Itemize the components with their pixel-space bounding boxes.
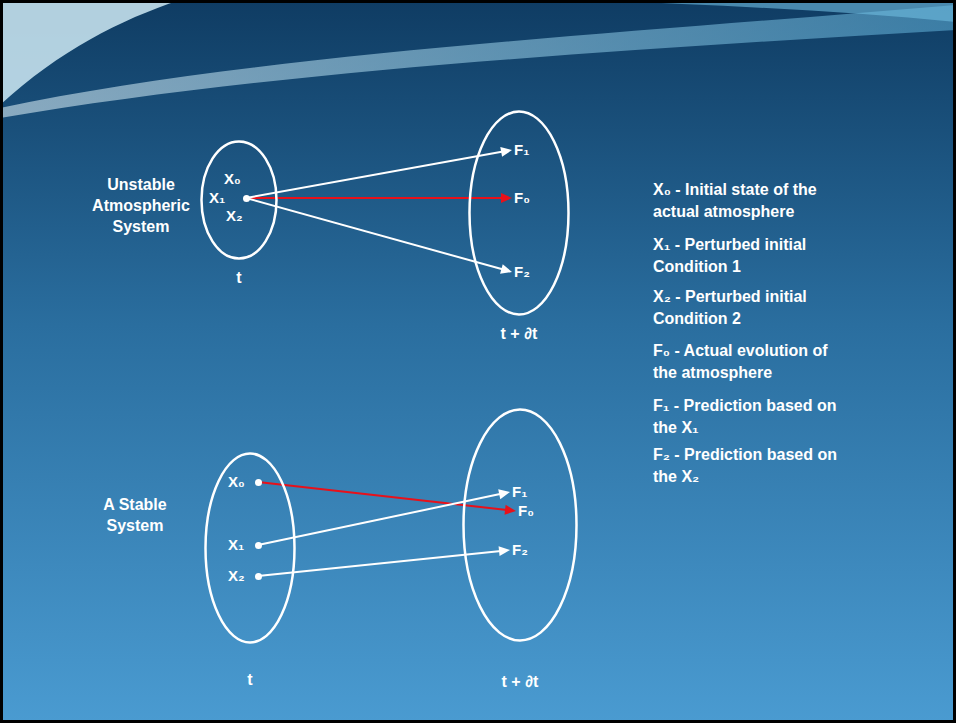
definition-note: F₀ - Actual evolution of the atmosphere <box>653 340 853 384</box>
ellipse-shape <box>470 112 569 315</box>
state-symbol: X₀ <box>224 170 241 188</box>
state-symbol: F₀ <box>514 189 530 207</box>
arrow-connector <box>246 198 512 274</box>
state-point: X₀ <box>228 473 245 491</box>
arrow-connector <box>246 147 512 198</box>
arrow-connector <box>258 489 510 545</box>
ellipse-shape <box>202 142 277 259</box>
arrow-head <box>505 505 516 515</box>
state-point: F₀ <box>518 502 534 520</box>
state-point: X₂ <box>226 207 243 225</box>
arrow-head <box>500 147 512 157</box>
state-point: X₀ <box>224 170 241 188</box>
arrow-line <box>258 482 507 510</box>
origin-dot <box>255 542 262 549</box>
state-point: F₂ <box>514 263 530 281</box>
arrow-head <box>499 546 510 556</box>
state-ellipse: t + ∂tF₁F₀F₂ <box>468 110 570 316</box>
state-symbol: X₂ <box>228 567 245 585</box>
state-point: X₁ <box>228 536 244 554</box>
origin-dot <box>243 195 250 202</box>
state-point: X₁ <box>209 189 225 207</box>
arrow-line <box>246 197 503 199</box>
definition-note: F₁ - Prediction based on the X₁ <box>653 395 853 439</box>
origin-dot <box>255 573 262 580</box>
state-point: X₂ <box>228 567 245 585</box>
ellipse-outline <box>462 408 578 642</box>
state-ellipse: tX₀X₁X₂ <box>200 140 278 260</box>
definition-note: X₁ - Perturbed initial Condition 1 <box>653 234 853 278</box>
arrow-connector <box>246 193 512 203</box>
arrow-line <box>246 198 503 270</box>
state-symbol: F₁ <box>514 141 529 159</box>
state-symbol: F₀ <box>518 502 534 520</box>
time-label: t + ∂t <box>468 324 570 344</box>
arrow-head <box>501 193 512 203</box>
time-label: t <box>200 268 278 288</box>
state-symbol: F₁ <box>512 483 527 501</box>
ellipse-outline <box>204 452 296 644</box>
arrow-line <box>246 152 503 198</box>
origin-dot <box>255 479 262 486</box>
state-symbol: X₁ <box>228 536 244 554</box>
arrow-connector <box>258 546 510 576</box>
state-symbol: X₂ <box>226 207 243 225</box>
time-label: t <box>204 670 296 690</box>
definition-note: X₂ - Perturbed initial Condition 2 <box>653 286 853 330</box>
state-point: F₁ <box>512 483 527 501</box>
definition-note: F₂ - Prediction based on the X₂ <box>653 444 853 488</box>
state-ellipse: tX₀X₁X₂ <box>204 452 296 644</box>
state-symbol: F₂ <box>512 541 528 559</box>
state-ellipse: t + ∂tF₁F₀F₂ <box>462 408 578 642</box>
state-symbol: X₀ <box>228 473 245 491</box>
ellipse-shape <box>464 410 577 641</box>
system-label: A Stable System <box>80 494 190 536</box>
ellipse-shape <box>206 454 295 643</box>
state-point: F₁ <box>514 141 529 159</box>
arrow-head <box>500 264 512 274</box>
state-symbol: F₂ <box>514 263 530 281</box>
state-symbol: X₁ <box>209 189 225 207</box>
system-label: Unstable Atmospheric System <box>86 174 196 237</box>
ellipse-outline <box>468 110 570 316</box>
time-label: t + ∂t <box>462 672 578 692</box>
definition-note: X₀ - Initial state of the actual atmosph… <box>653 179 853 223</box>
state-point: F₂ <box>512 541 528 559</box>
arrow-head <box>498 489 510 499</box>
state-point: F₀ <box>514 189 530 207</box>
